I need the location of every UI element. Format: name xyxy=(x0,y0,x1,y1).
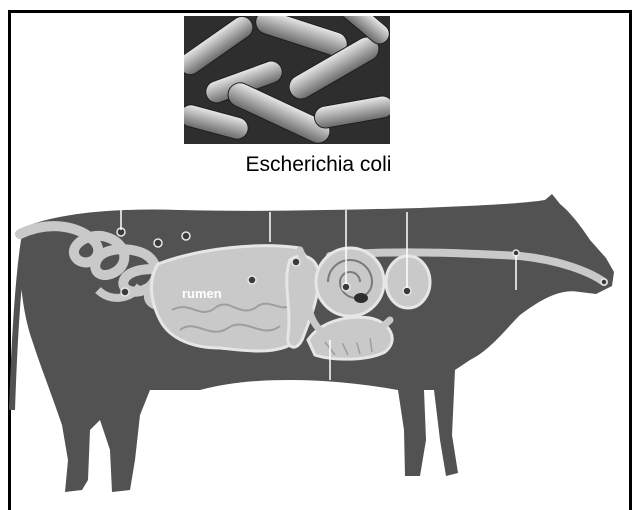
ecoli-micrograph xyxy=(184,16,390,144)
cow-digestive-diagram: rumen xyxy=(0,190,637,509)
cecum xyxy=(386,256,430,308)
rumen-label: rumen xyxy=(182,286,222,301)
rumen xyxy=(151,246,308,351)
omasum xyxy=(316,248,384,316)
figure-caption: Escherichia coli xyxy=(0,152,637,178)
cow-tail xyxy=(12,240,24,410)
